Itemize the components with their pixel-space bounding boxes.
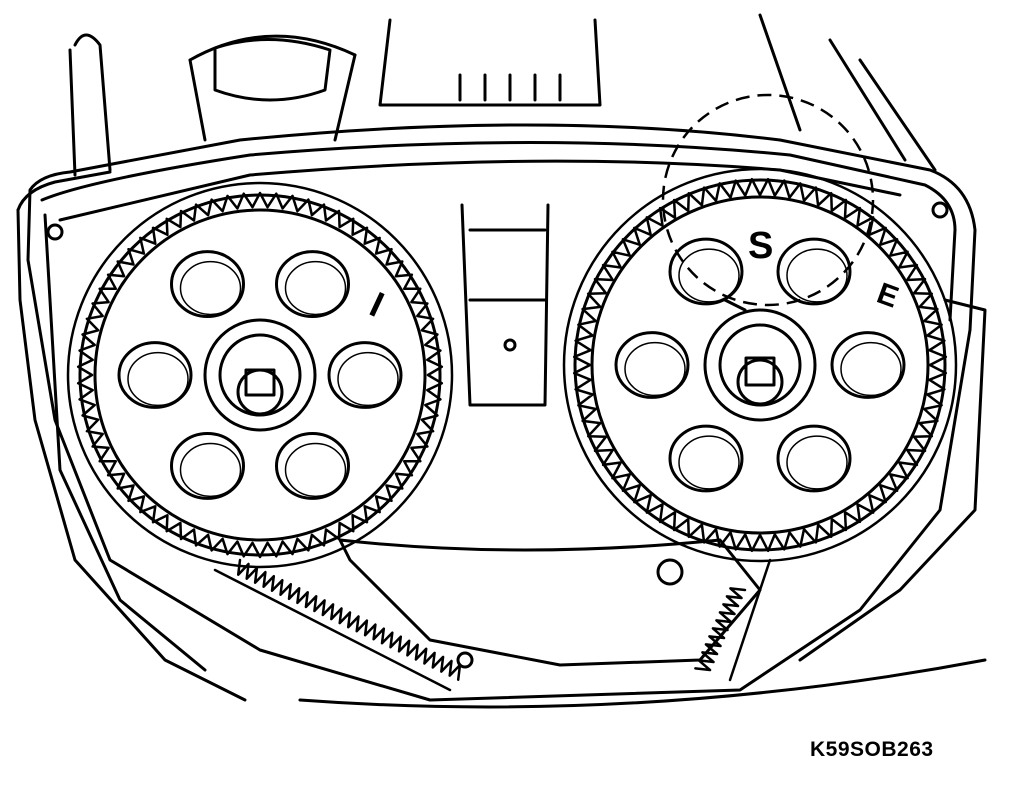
right-pulley-mark-e: E: [873, 277, 903, 315]
belt-teeth: [76, 191, 444, 559]
bolt-hole-left: [46, 223, 64, 241]
belt-run-edge: [728, 558, 772, 682]
left-pulley-hub: [203, 318, 317, 432]
right-pulley-hole: [668, 237, 744, 306]
right-pulley-hole: [776, 424, 852, 493]
right-pulley-hole: [668, 424, 744, 493]
left-pulley-hole: [170, 432, 245, 500]
left-pulley-mark: I: [364, 283, 390, 324]
belt-cover: [26, 123, 977, 702]
right-pulley-hub: [703, 308, 817, 422]
bolt-hole-lower-right: [656, 558, 684, 586]
belt-teeth: [572, 177, 948, 553]
left-pulley-hole: [327, 341, 403, 409]
left-camshaft-pulley: [78, 193, 442, 557]
timing-belt: [66, 167, 958, 692]
right-pulley-hole: [830, 331, 906, 399]
detail-circle: [661, 93, 875, 307]
right-pulley-bolt: [736, 358, 784, 406]
center-bracket: [338, 203, 762, 667]
right-pulley-hole: [614, 331, 690, 399]
left-pulley-hole: [117, 341, 193, 409]
bolt-hole-right: [931, 201, 949, 219]
bolt-hole-lower-left: [456, 651, 474, 669]
right-pulley-mark-s: S: [748, 225, 773, 267]
cover-bolts: [46, 201, 949, 669]
figure-code: K59SOB263: [810, 738, 934, 761]
left-pulley-hole: [170, 250, 245, 318]
belt-band-left: [66, 181, 454, 569]
left-pulley-hole: [275, 250, 350, 318]
belt-run: [236, 558, 462, 681]
belt-band-right: [562, 167, 958, 563]
engine-block-outline: [16, 13, 987, 709]
right-camshaft-pulley: [573, 178, 947, 552]
right-pulley-hole: [776, 237, 852, 306]
belt-run-edge: [213, 568, 452, 692]
belt-run: [694, 587, 747, 672]
left-pulley-hole: [275, 432, 350, 500]
